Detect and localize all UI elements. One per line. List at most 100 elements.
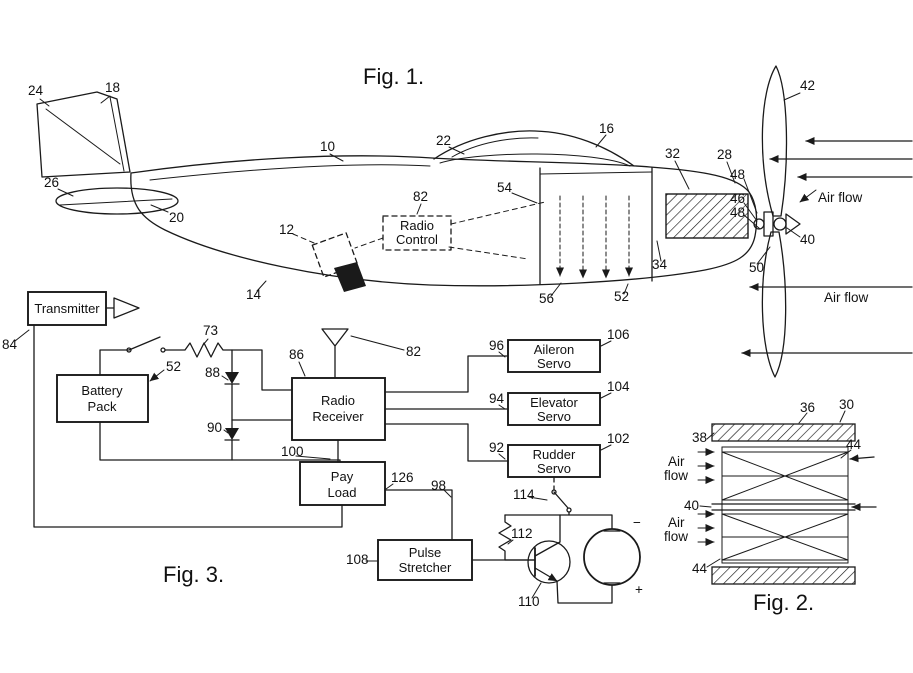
radio-control-box: Radio Control bbox=[354, 201, 546, 260]
ref-86: 86 bbox=[289, 347, 304, 362]
ref-92: 92 bbox=[489, 440, 504, 455]
ref-34: 34 bbox=[652, 257, 668, 272]
receiver-line2: Receiver bbox=[312, 409, 364, 424]
radio-receiver-box bbox=[291, 377, 386, 441]
ref-42: 42 bbox=[800, 78, 815, 93]
propeller bbox=[761, 65, 788, 378]
tail-fin bbox=[36, 91, 131, 178]
ref-84: 84 bbox=[2, 337, 18, 352]
ref-20: 20 bbox=[169, 210, 184, 225]
pulse-line2: Stretcher bbox=[399, 560, 452, 575]
radio-control-line1: Radio bbox=[400, 218, 434, 233]
ref-52-fig3: 52 bbox=[166, 359, 181, 374]
fig2-air1-line1: Air bbox=[668, 454, 685, 469]
ref-38: 38 bbox=[692, 430, 707, 445]
ref-56: 56 bbox=[539, 291, 554, 306]
fig1-reference-numerals: 24 18 26 20 10 12 14 82 22 54 16 32 28 4… bbox=[28, 78, 815, 306]
ref-40-fig1: 40 bbox=[800, 232, 815, 247]
aileron-line2: Servo bbox=[537, 356, 571, 371]
duct-structure bbox=[711, 423, 856, 585]
motor-plus-label: + bbox=[635, 582, 643, 597]
pay-load-box bbox=[299, 461, 386, 506]
fig2-air2-line1: Air bbox=[668, 515, 685, 530]
fig3-title: Fig. 3. bbox=[163, 562, 224, 587]
ref-50: 50 bbox=[749, 260, 764, 275]
rudder-line1: Rudder bbox=[533, 447, 576, 462]
duct-airflow-arrows: Air flow Air flow bbox=[664, 448, 877, 546]
rudder-line2: Servo bbox=[537, 461, 571, 476]
transistor-symbol bbox=[527, 514, 613, 604]
transmitter-label: Transmitter bbox=[34, 301, 100, 316]
ref-30: 30 bbox=[839, 397, 854, 412]
ref-82-fig3: 82 bbox=[406, 344, 421, 359]
fig2-air1-line2: flow bbox=[664, 468, 688, 483]
battery-pack-box bbox=[56, 374, 149, 423]
ref-98: 98 bbox=[431, 478, 446, 493]
ref-14: 14 bbox=[246, 287, 262, 302]
elevator-line2: Servo bbox=[537, 409, 571, 424]
ref-126: 126 bbox=[391, 470, 414, 485]
motor-symbol: − + bbox=[583, 515, 643, 597]
ref-96: 96 bbox=[489, 338, 504, 353]
ref-32: 32 bbox=[665, 146, 680, 161]
battery-line2: Pack bbox=[88, 399, 117, 414]
ref-18: 18 bbox=[105, 80, 120, 95]
ref-110: 110 bbox=[518, 594, 540, 609]
fig1-aircraft-diagram: Fig. 1. bbox=[28, 64, 913, 378]
ref-106: 106 bbox=[607, 327, 630, 342]
circuit-wiring bbox=[33, 324, 613, 561]
pulse-line1: Pulse bbox=[409, 545, 442, 560]
transmitter-horn-icon bbox=[105, 297, 140, 319]
horizontal-stabilizer bbox=[55, 187, 179, 215]
ref-94: 94 bbox=[489, 391, 505, 406]
ref-36: 36 bbox=[800, 400, 815, 415]
fig3-reference-numerals: 84 73 52 88 90 86 82 96 106 94 104 92 10… bbox=[2, 323, 630, 609]
ref-12: 12 bbox=[279, 222, 294, 237]
transmitter-box bbox=[27, 291, 107, 326]
receiver-line1: Radio bbox=[321, 393, 355, 408]
ref-100: 100 bbox=[281, 444, 304, 459]
ref-48a: 48 bbox=[730, 167, 745, 182]
fig2-duct-detail: Fig. 2. Air flow Air flow bbox=[664, 397, 877, 615]
motor-assembly bbox=[665, 193, 801, 239]
ref-88: 88 bbox=[205, 365, 220, 380]
ref-112: 112 bbox=[511, 526, 533, 541]
elevator-line1: Elevator bbox=[530, 395, 578, 410]
ref-90: 90 bbox=[207, 420, 222, 435]
elevator-servo-box bbox=[507, 392, 601, 426]
ref-26: 26 bbox=[44, 175, 59, 190]
fig2-reference-numerals: 36 30 38 44 40 44 bbox=[684, 397, 862, 576]
airflow-arrows: Air flow Air flow bbox=[741, 137, 913, 357]
fig1-title: Fig. 1. bbox=[363, 64, 424, 89]
ref-48b: 48 bbox=[730, 205, 745, 220]
ref-82-fig1: 82 bbox=[413, 189, 428, 204]
aileron-line1: Aileron bbox=[534, 342, 574, 357]
ref-16: 16 bbox=[599, 121, 614, 136]
pulse-stretcher-box bbox=[377, 539, 473, 581]
ref-28: 28 bbox=[717, 147, 732, 162]
payload-component bbox=[311, 232, 366, 292]
fig2-air2-line2: flow bbox=[664, 529, 688, 544]
fig2-title: Fig. 2. bbox=[753, 590, 814, 615]
ref-44a: 44 bbox=[846, 437, 862, 452]
radio-control-line2: Control bbox=[396, 232, 438, 247]
ref-40-fig2: 40 bbox=[684, 498, 699, 513]
ref-44b: 44 bbox=[692, 561, 708, 576]
ref-102: 102 bbox=[607, 431, 630, 446]
ref-46: 46 bbox=[730, 191, 745, 206]
equipment-bay bbox=[539, 167, 653, 285]
ref-24: 24 bbox=[28, 83, 44, 98]
payload-line1: Pay bbox=[331, 469, 354, 484]
canopy bbox=[433, 130, 635, 167]
air-flow-bottom-label: Air flow bbox=[824, 290, 869, 305]
air-flow-top-label: Air flow bbox=[818, 190, 863, 205]
fuselage-outline bbox=[130, 155, 758, 287]
ref-73: 73 bbox=[203, 323, 218, 338]
payload-line2: Load bbox=[328, 485, 357, 500]
ref-108: 108 bbox=[346, 552, 369, 567]
ref-114: 114 bbox=[513, 487, 535, 502]
ref-104: 104 bbox=[607, 379, 630, 394]
battery-line1: Battery bbox=[81, 383, 123, 398]
